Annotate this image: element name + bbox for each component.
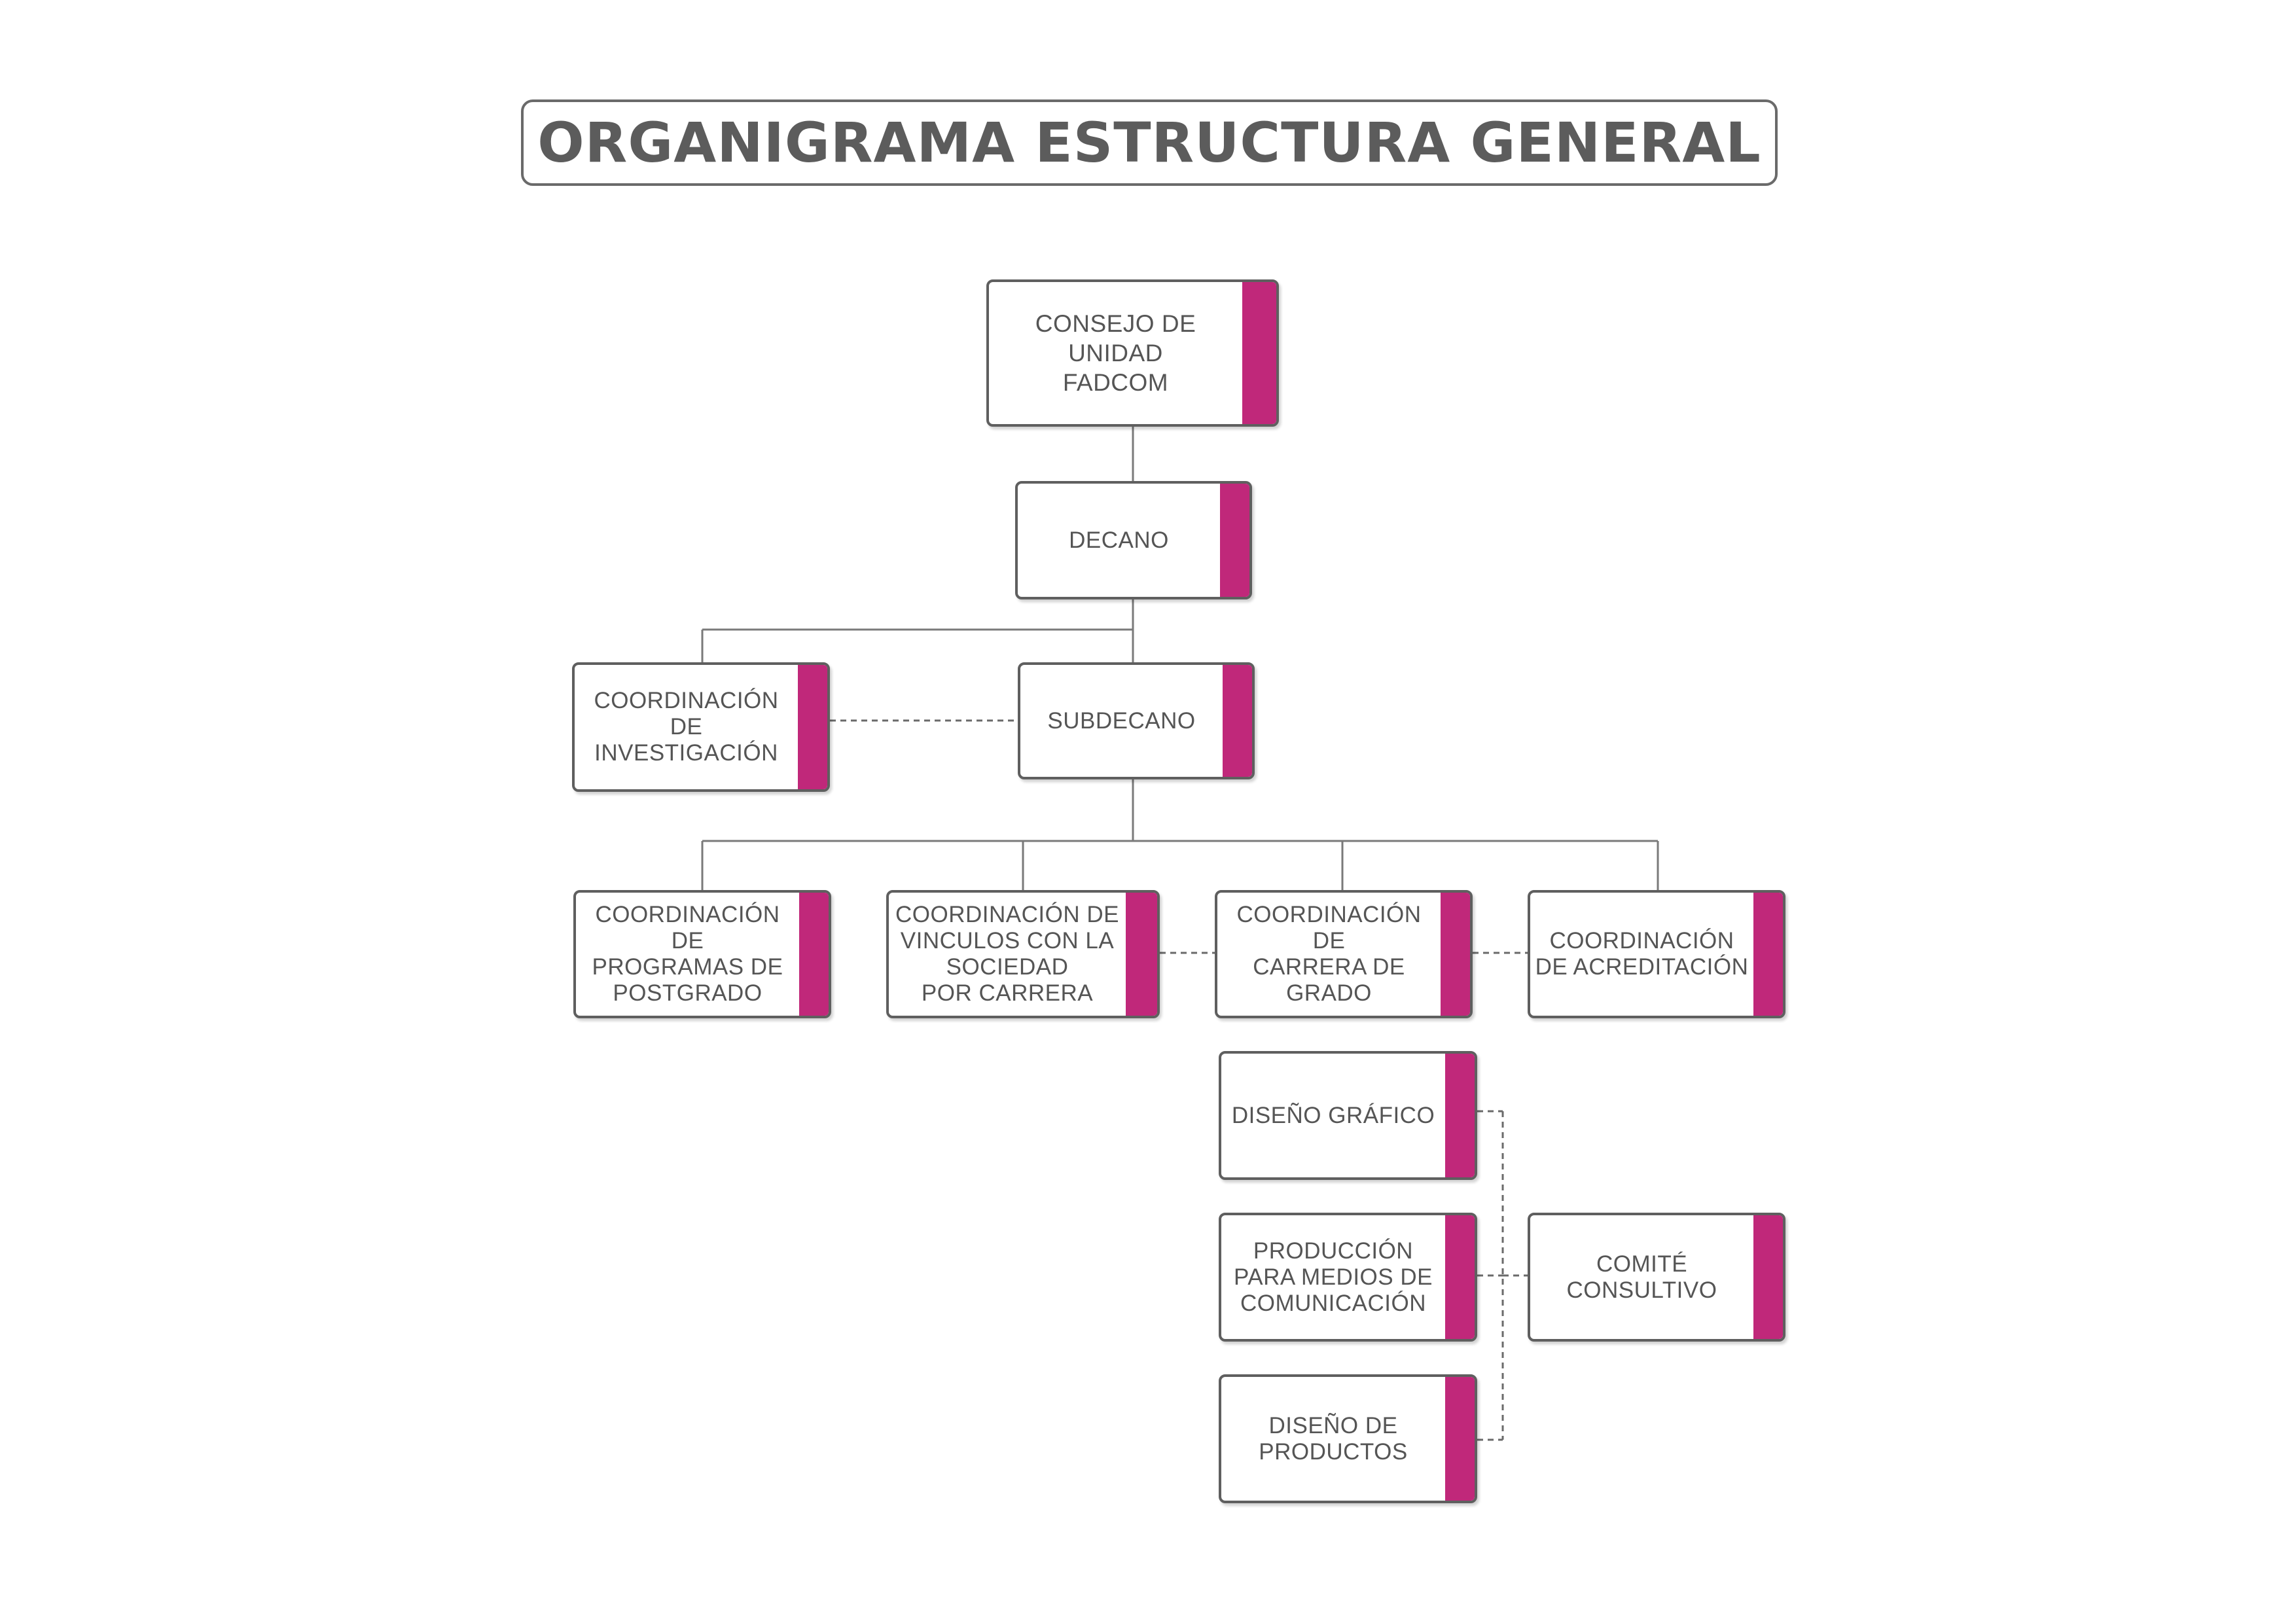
node-accent: [1445, 1054, 1475, 1177]
node-label: COORDINACIÓN DE ACREDITACIÓN: [1535, 928, 1749, 980]
node-accent: [1753, 1215, 1783, 1339]
node-accent: [1445, 1215, 1475, 1339]
node-label: COMITÉ CONSULTIVO: [1566, 1251, 1717, 1303]
node-coordinacion-investigacion: COORDINACIÓN DE INVESTIGACIÓN: [572, 662, 830, 792]
node-diseno-productos: DISEÑO DE PRODUCTOS: [1219, 1374, 1477, 1503]
node-accent: [1445, 1377, 1475, 1501]
node-decano: DECANO: [1015, 481, 1252, 599]
node-coordinacion-vinculos: COORDINACIÓN DE VINCULOS CON LA SOCIEDAD…: [886, 890, 1160, 1018]
node-accent: [798, 665, 827, 789]
node-produccion-medios: PRODUCCIÓN PARA MEDIOS DE COMUNICACIÓN: [1219, 1213, 1477, 1342]
node-comite-consultivo: COMITÉ CONSULTIVO: [1528, 1213, 1785, 1342]
node-label: COORDINACIÓN DE PROGRAMAS DE POSTGRADO: [592, 902, 783, 1006]
node-accent: [1220, 484, 1249, 597]
node-label: DISEÑO DE PRODUCTOS: [1259, 1412, 1408, 1465]
node-accent: [1126, 893, 1157, 1016]
node-label: CONSEJO DE UNIDAD FADCOM: [1035, 310, 1196, 396]
node-label: COORDINACIÓN DE CARRERA DE GRADO: [1236, 902, 1422, 1006]
node-accent: [1223, 665, 1252, 777]
node-diseno-grafico: DISEÑO GRÁFICO: [1219, 1051, 1477, 1180]
node-label: PRODUCCIÓN PARA MEDIOS DE COMUNICACIÓN: [1234, 1238, 1433, 1316]
node-consejo-de-unidad: CONSEJO DE UNIDAD FADCOM: [986, 279, 1279, 427]
node-accent: [1242, 282, 1276, 424]
node-accent: [1753, 893, 1783, 1016]
node-label: SUBDECANO: [1047, 707, 1196, 734]
node-coordinacion-carrera: COORDINACIÓN DE CARRERA DE GRADO: [1215, 890, 1473, 1018]
title-box: ORGANIGRAMA ESTRUCTURA GENERAL: [521, 99, 1778, 186]
node-coordinacion-acreditacion: COORDINACIÓN DE ACREDITACIÓN: [1528, 890, 1785, 1018]
node-subdecano: SUBDECANO: [1018, 662, 1255, 779]
node-label: COORDINACIÓN DE INVESTIGACIÓN: [594, 688, 779, 766]
node-label: DISEÑO GRÁFICO: [1231, 1102, 1435, 1128]
diagram-title: ORGANIGRAMA ESTRUCTURA GENERAL: [537, 111, 1761, 175]
node-coordinacion-postgrado: COORDINACIÓN DE PROGRAMAS DE POSTGRADO: [573, 890, 831, 1018]
node-label: COORDINACIÓN DE VINCULOS CON LA SOCIEDAD…: [895, 902, 1119, 1006]
node-accent: [799, 893, 829, 1016]
node-accent: [1441, 893, 1470, 1016]
node-label: DECANO: [1069, 527, 1169, 553]
